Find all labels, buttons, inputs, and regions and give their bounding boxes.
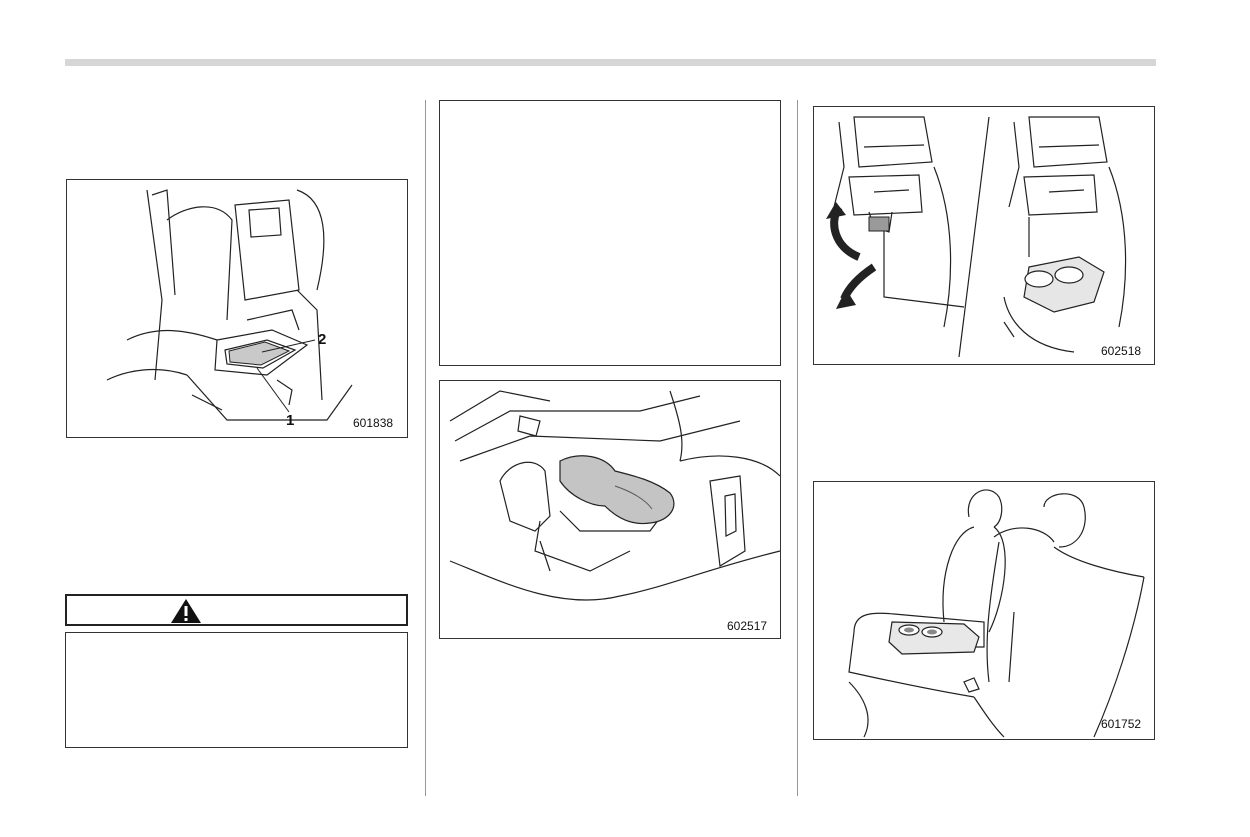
figure-console-tray: 2 1 601838: [66, 179, 408, 438]
figure-code: 602517: [727, 619, 768, 633]
note-box: [439, 100, 781, 366]
column-divider: [797, 100, 798, 796]
front-cupholder-illustration: [449, 390, 781, 601]
console-tray-illustration: [106, 189, 353, 421]
figure-rear-armrest-cupholder: 601752: [813, 481, 1155, 740]
warning-body: [65, 632, 408, 748]
figure-code: 601838: [353, 416, 394, 430]
rear-console-cupholder-illustration: [826, 116, 1127, 358]
warning-triangle-icon: [171, 599, 201, 623]
warning-header: [65, 594, 408, 626]
figure-rear-console-cupholder: 602518: [813, 106, 1155, 365]
figure-code: 602518: [1101, 344, 1142, 358]
callout-2: 2: [318, 331, 327, 348]
column-divider: [425, 100, 426, 796]
figure-code: 601752: [1101, 717, 1142, 731]
figure-front-cupholder: 602517: [439, 380, 781, 639]
rear-armrest-cupholder-illustration: [848, 489, 1145, 738]
header-rule: [65, 59, 1156, 66]
callout-1: 1: [286, 412, 295, 429]
